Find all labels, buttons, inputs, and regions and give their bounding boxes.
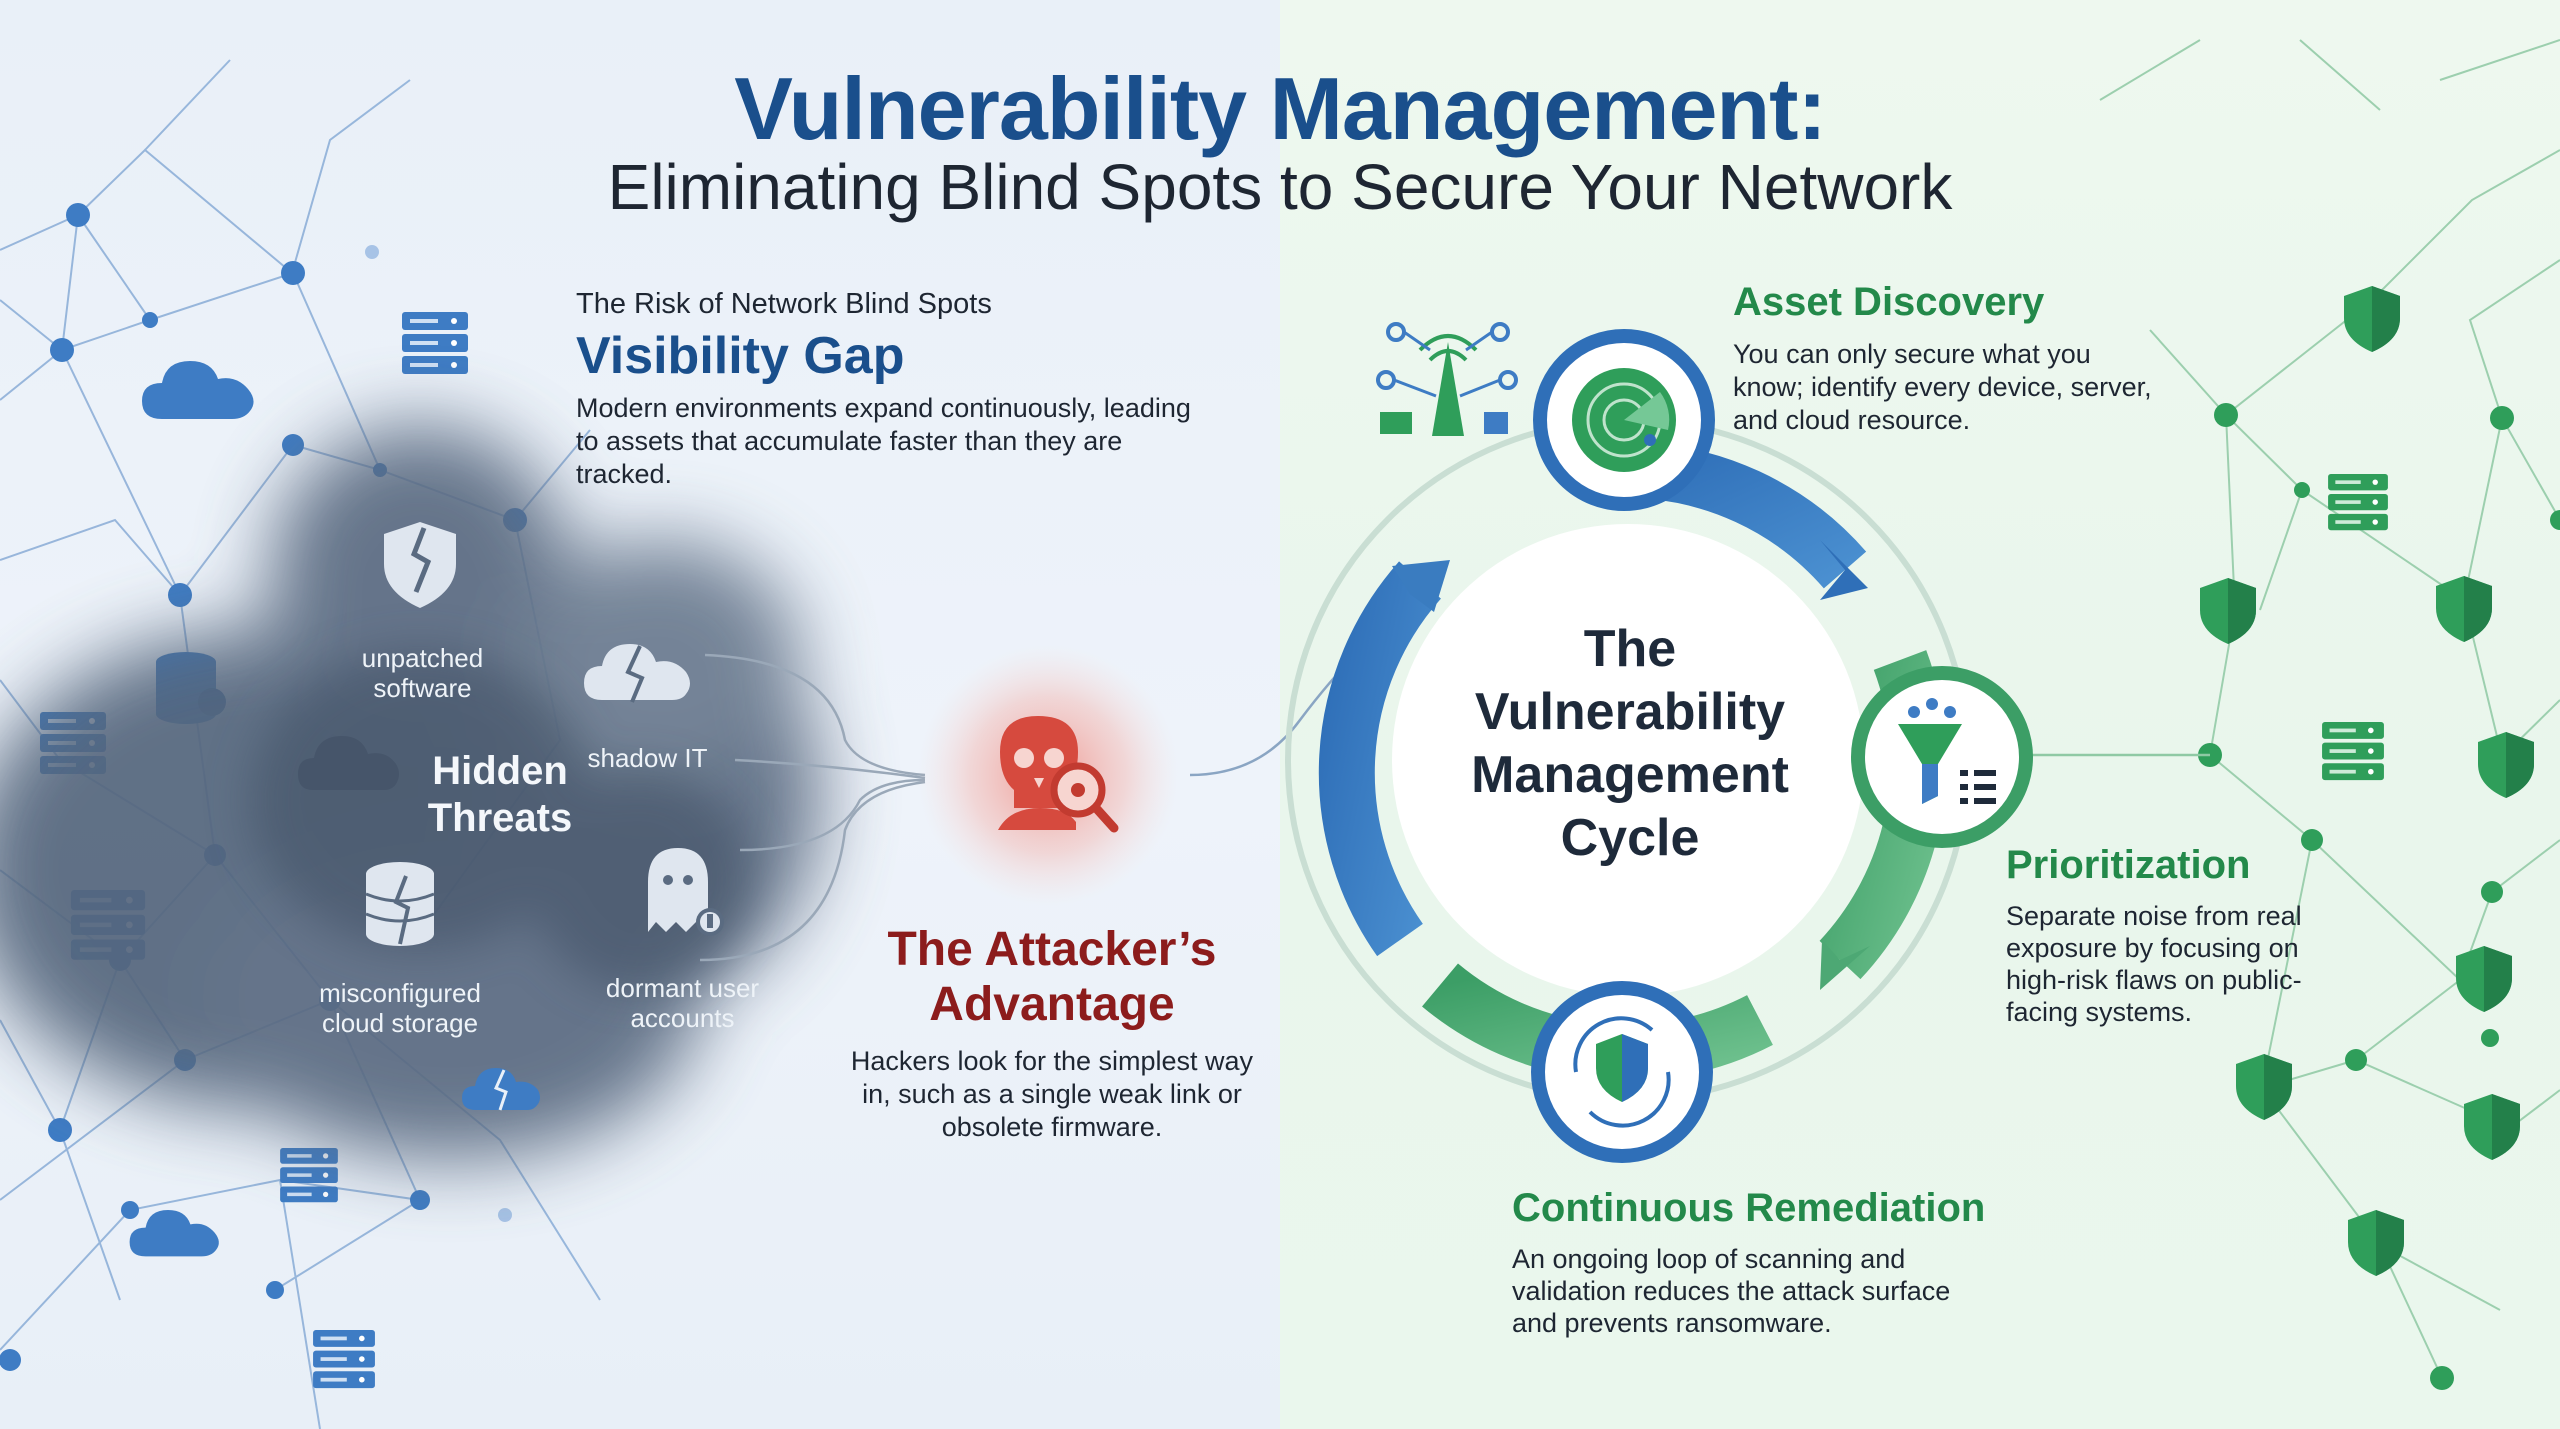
- risk-label: The Risk of Network Blind Spots: [576, 288, 992, 320]
- radar-icon: [1533, 329, 1715, 511]
- shield-icon: [2456, 946, 2512, 1012]
- page-title: Vulnerability Management:: [734, 59, 1827, 158]
- server-icon: [402, 312, 468, 374]
- threat-label-unpatched: unpatched software: [361, 643, 484, 703]
- hidden-threats-label: Hidden Threats: [427, 749, 573, 840]
- shield-refresh-icon: [1531, 981, 1713, 1163]
- attacker-heading: The Attacker’s Advantage: [887, 923, 1217, 1031]
- ghost-icon: [648, 848, 724, 936]
- continuous-remediation-heading: Continuous Remediation: [1512, 1186, 1986, 1230]
- cloud-icon: [129, 1210, 219, 1257]
- skull-hacker-magnifier-icon: [918, 645, 1178, 905]
- network-scan-icon: [1376, 322, 1518, 436]
- shield-icon: [2344, 286, 2400, 352]
- shield-icon: [2464, 1094, 2520, 1160]
- dark-cloud-icon: [298, 736, 399, 790]
- broken-shield-icon: [384, 522, 456, 608]
- right-network-devices: [2200, 286, 2534, 1276]
- shield-icon: [2236, 1054, 2292, 1120]
- shield-icon: [2348, 1210, 2404, 1276]
- right-network-lines: [2035, 39, 2560, 1379]
- visibility-gap-body: Modern environments expand continuously,…: [576, 393, 1191, 489]
- broken-database-icon: [365, 862, 435, 946]
- visibility-gap-heading: Visibility Gap: [576, 327, 905, 385]
- threat-cloud: [0, 425, 820, 1160]
- threat-label-misconfigured: misconfigured cloud storage: [319, 978, 481, 1038]
- cycle-title: The Vulnerability Management Cycle: [1471, 620, 1789, 867]
- asset-discovery-heading: Asset Discovery: [1733, 280, 2045, 324]
- funnel-list-icon: [1851, 666, 2033, 848]
- threat-label-dormant: dormant user accounts: [605, 973, 760, 1033]
- shield-icon: [2436, 576, 2492, 642]
- prioritization-body: Separate noise from real exposure by foc…: [2006, 901, 2302, 1027]
- continuous-remediation-body: An ongoing loop of scanning and validati…: [1512, 1244, 1951, 1338]
- page-subtitle: Eliminating Blind Spots to Secure Your N…: [607, 151, 1953, 223]
- server-icon: [280, 1148, 338, 1203]
- server-icon: [2328, 474, 2388, 531]
- prioritization-heading: Prioritization: [2006, 843, 2251, 887]
- broken-cloud-small-icon: [462, 1068, 540, 1111]
- shield-icon: [2200, 578, 2256, 644]
- asset-discovery-body: You can only secure what you know; ident…: [1733, 339, 2152, 435]
- broken-cloud-icon: [584, 644, 690, 703]
- cloud-icon: [142, 361, 254, 419]
- shield-icon: [2478, 732, 2534, 798]
- server-icon: [313, 1330, 375, 1389]
- attacker-connection-lines: [699, 649, 1361, 962]
- attacker-body: Hackers look for the simplest way in, su…: [850, 1046, 1254, 1142]
- server-icon: [2322, 722, 2384, 781]
- threat-label-shadow-it: shadow IT: [587, 743, 708, 773]
